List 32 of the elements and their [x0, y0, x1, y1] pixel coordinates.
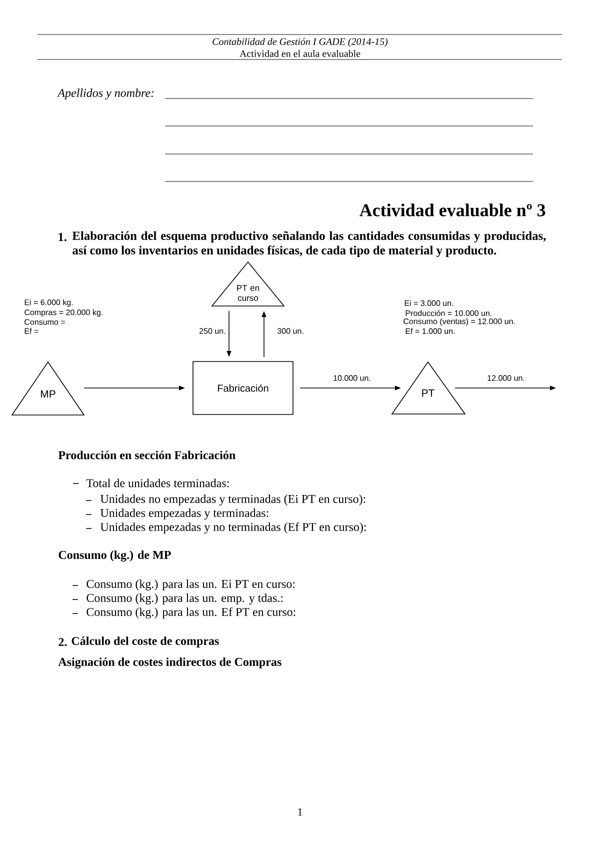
field-label: Apellidos y nombre: [57, 88, 154, 100]
note-text: Producción = 10.000 un. [406, 310, 492, 316]
list-item-text: Unidades empezadas y no terminadas (Ef PT en curso): [100, 522, 366, 534]
edge-label: 300 un. [278, 328, 304, 334]
section-heading: Asignación de costes indirectos de Compras [58, 658, 282, 668]
list-item-text: Consumo (kg.) para las un. emp. y tdas.: [86, 594, 283, 604]
list-item-text: Unidades no empezadas y terminadas (Ei PT en curso): [100, 494, 366, 506]
section-heading: Cálculo del coste de compras [72, 636, 219, 648]
note-text: Ei = 6.000 kg. [24, 299, 73, 307]
list-item-text: Total de unidades terminadas: [86, 478, 229, 488]
list-number: 1. [58, 232, 66, 242]
page-number: 1 [298, 808, 302, 816]
process-box: Fabricación [192, 361, 294, 415]
note-text: Ef = 1.000 un. [406, 328, 454, 334]
note-text: Compras = 20.000 kg. [24, 309, 102, 317]
list-item-text: Consumo (kg.) para las un. Ef PT en curso: [86, 607, 296, 619]
section-heading: Consumo (kg.) de MP [58, 550, 171, 562]
header-text: Contabilidad de Gestión I GADE (2014-15) [212, 38, 388, 48]
section-heading: Producción en sección Fabricación [58, 450, 236, 460]
list-item-text: Unidades empezadas y terminadas: [100, 508, 268, 520]
header-text: Actividad en el aula evaluable [240, 50, 360, 58]
note-text: Consumo (ventas) = 12.000 un. [404, 318, 515, 326]
edge-label: 12.000 un. [488, 375, 524, 381]
question-text: Elaboración del esquema productivo señalando las cantidades consumidas y producidas, así como los inventarios en unidades físicas, de cada tipo de material y producto. [72, 231, 546, 258]
note-text: Ef = [24, 328, 38, 334]
list-number: 2. [58, 638, 67, 646]
edge-label: 10.000 un. [334, 375, 370, 381]
note-text: Consumo = [24, 319, 65, 325]
note-text: Ei = 3.000 un. [404, 300, 454, 306]
edge-label: 250 un. [200, 328, 226, 334]
list-item-text: Consumo (kg.) para las un. Ei PT en curso: [86, 580, 295, 590]
page-title: Actividad evaluable nº 3 [360, 204, 546, 216]
